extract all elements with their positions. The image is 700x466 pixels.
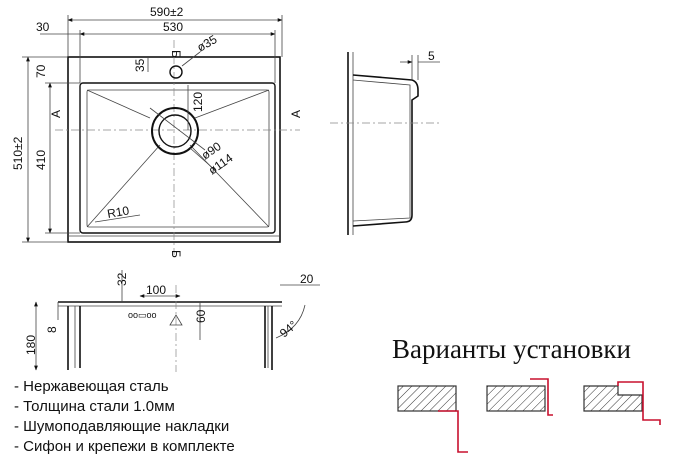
feature-item: - Нержавеющая сталь bbox=[14, 378, 169, 395]
tap-hole bbox=[169, 65, 183, 79]
side-view: 5 bbox=[330, 49, 440, 235]
dim-overall-height: 510±2 bbox=[11, 136, 25, 170]
dim-rim-right: 20 bbox=[300, 272, 314, 286]
feature-item: - Шумоподавляющие накладки bbox=[14, 418, 230, 435]
dim-overall-width: 590±2 bbox=[150, 5, 184, 19]
section-mark-b-bottom: Б bbox=[169, 250, 183, 258]
feature-item: - Толщина стали 1.0мм bbox=[14, 398, 175, 415]
install-variant-overmount bbox=[486, 378, 553, 416]
top-view: 590±2 530 30 510±2 70 410 35 ø35 120 ø90… bbox=[11, 5, 303, 258]
dim-section-height: 180 bbox=[24, 335, 38, 355]
install-variant-flush bbox=[583, 381, 661, 425]
section-mark-a-left: A bbox=[49, 110, 63, 118]
feature-list: - Нержавеющая сталь - Толщина стали 1.0м… bbox=[14, 377, 235, 457]
drain-inner bbox=[158, 114, 192, 148]
dim-left-offset: 30 bbox=[36, 20, 50, 34]
dim-wall-top: 32 bbox=[115, 272, 129, 286]
dim-tap-hole: ø35 bbox=[195, 32, 220, 55]
feature-item: - Сифон и крепежи в комплекте bbox=[14, 438, 235, 455]
dim-corner-radius: R10 bbox=[106, 203, 130, 221]
section-mark-b-top: Б bbox=[169, 50, 183, 58]
install-variant-undermount bbox=[397, 385, 468, 453]
dim-drain-offset: 120 bbox=[191, 92, 205, 112]
dim-angle: 94° bbox=[277, 318, 300, 341]
dim-tap-offset: 35 bbox=[133, 58, 147, 72]
dim-top-offset: 70 bbox=[34, 64, 48, 78]
installation-title: Варианты установки bbox=[392, 334, 631, 364]
dim-overflow-width: 100 bbox=[146, 283, 166, 297]
sink-bowl-inner bbox=[86, 89, 270, 228]
dim-side-rim: 5 bbox=[428, 49, 435, 63]
drain-outer bbox=[151, 107, 199, 155]
sink-bowl bbox=[79, 82, 276, 234]
dim-rim-thickness: 8 bbox=[45, 326, 59, 333]
dim-bowl-width: 530 bbox=[163, 20, 183, 34]
section-mark-a-right: A bbox=[289, 110, 303, 118]
overflow-slot-icon: oo▭oo bbox=[128, 310, 157, 320]
installation-variants bbox=[397, 378, 661, 453]
section-view: oo▭oo 32 100 20 180 8 60 94° bbox=[24, 270, 320, 372]
dim-bowl-height: 410 bbox=[34, 150, 48, 170]
dim-overflow-height: 60 bbox=[194, 309, 208, 323]
